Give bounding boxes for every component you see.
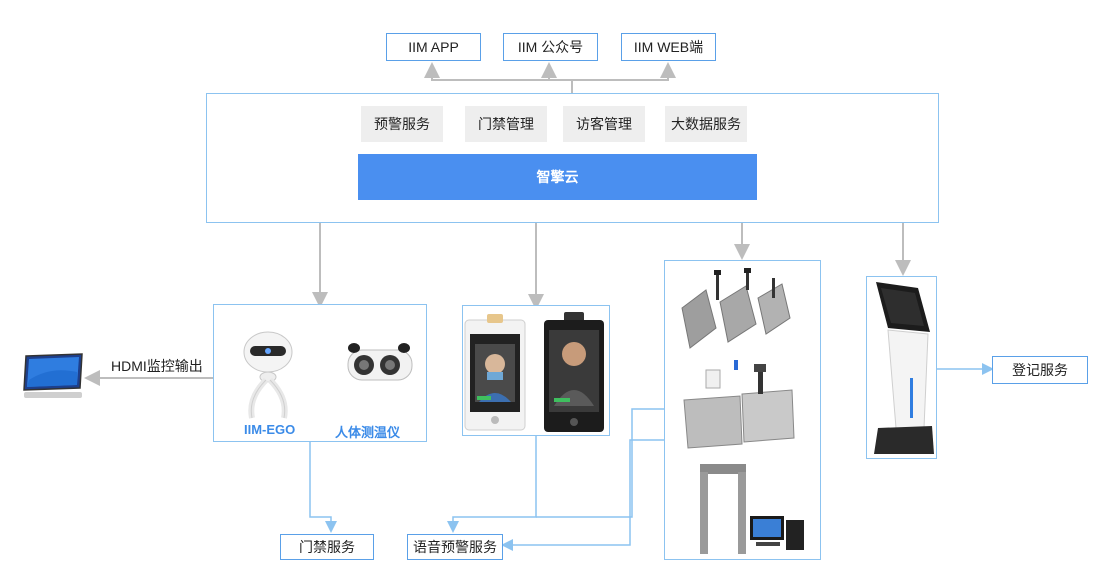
client-label: IIM APP: [408, 39, 459, 55]
client-label: IIM 公众号: [517, 39, 584, 55]
voice-alarm-box: 语音预警服务: [407, 534, 503, 560]
platform-bar: 智擎云: [358, 154, 757, 200]
register-service-box: 登记服务: [992, 356, 1088, 384]
access-service-box: 门禁服务: [280, 534, 374, 560]
thermometer-label: 人体测温仪: [335, 425, 401, 440]
robot-icon: [238, 328, 298, 420]
client-label: IIM WEB端: [633, 39, 704, 55]
hdmi-label: HDMI监控输出: [111, 358, 203, 374]
service-label: 预警服务: [374, 116, 430, 132]
thermometer-camera-icon: [342, 340, 418, 390]
metal-detector-icon: [690, 462, 814, 556]
voice-alarm-label: 语音预警服务: [413, 539, 497, 555]
monitor-icon: [20, 352, 88, 402]
client-box-wechat: IIM 公众号: [503, 33, 598, 61]
service-visitor-mgmt: 访客管理: [563, 106, 645, 142]
access-service-label: 门禁服务: [299, 539, 355, 555]
register-service-label: 登记服务: [1012, 362, 1068, 378]
service-bigdata: 大数据服务: [665, 106, 747, 142]
kiosk-icon: [868, 278, 936, 458]
service-label: 访客管理: [576, 116, 632, 132]
face-terminal-black-icon: [542, 310, 606, 434]
client-box-web: IIM WEB端: [621, 33, 716, 61]
face-terminal-white-icon: [463, 312, 527, 432]
service-label: 门禁管理: [478, 116, 534, 132]
device-to-service-lines: [309, 363, 994, 551]
cloud-to-clients-arrows: [424, 62, 676, 93]
speed-gate-icon: [680, 360, 800, 452]
turnstile-gate-icon: [676, 268, 796, 354]
service-access-mgmt: 门禁管理: [465, 106, 547, 142]
service-alert: 预警服务: [361, 106, 443, 142]
service-label: 大数据服务: [671, 116, 741, 132]
robot-label: IIM-EGO: [244, 422, 296, 437]
platform-label: 智擎云: [536, 169, 579, 185]
client-box-app: IIM APP: [386, 33, 481, 61]
